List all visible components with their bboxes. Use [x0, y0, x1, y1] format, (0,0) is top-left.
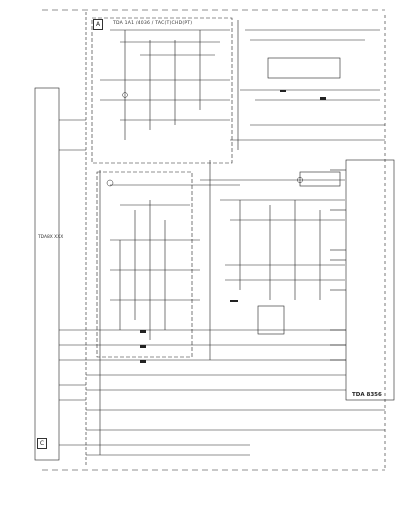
connector-label: TDA8X XXX	[38, 235, 64, 240]
connector-block	[34, 87, 60, 461]
chip-label: TDA 8356	[352, 392, 382, 398]
zone-marker-c: C	[37, 438, 47, 449]
zone-marker-a: A	[93, 19, 103, 30]
header-text: TDA 1A1 /4036 / TAC(T)CHD(PT)	[113, 21, 193, 26]
